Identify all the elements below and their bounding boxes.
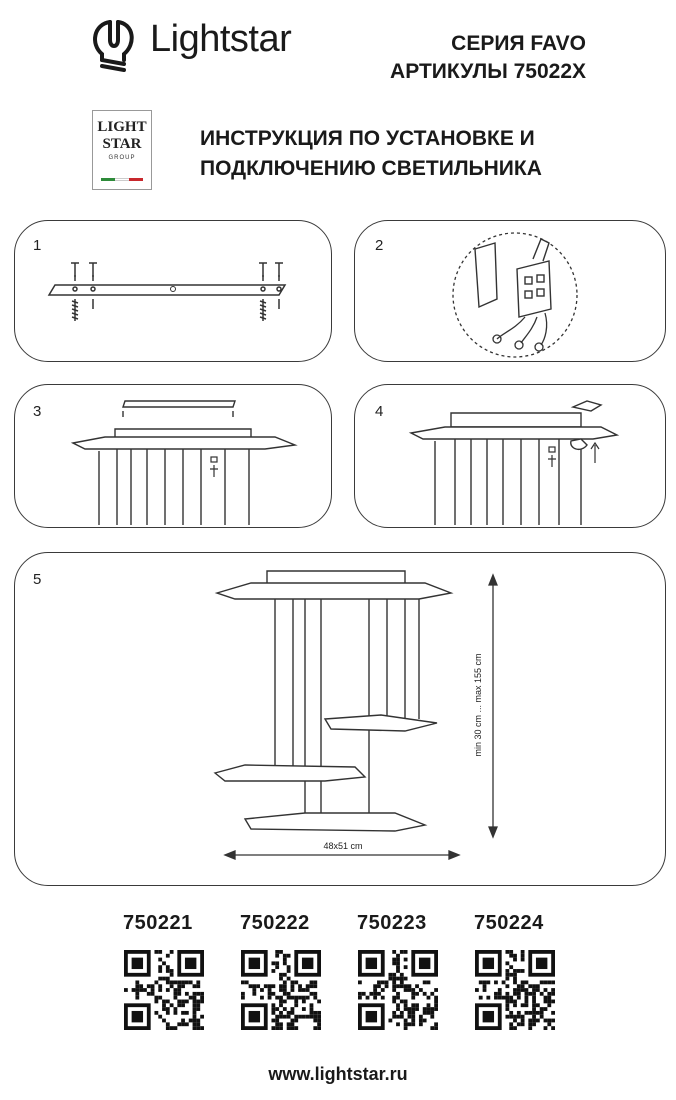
article-code-3: 750223 [357,912,427,934]
bulb-icon [93,20,134,72]
article-code-1: 750221 [123,912,193,934]
step-number: 4 [375,403,384,420]
terminal-block-illustration [452,232,578,358]
italian-flag-stripe [101,178,143,181]
step-number: 3 [33,403,42,420]
qr-code-750222[interactable] [241,950,321,1030]
step-1-panel: 1 [14,220,332,362]
article-code-2: 750222 [240,912,310,934]
brand-name: Lightstar [150,18,292,60]
article-code-4: 750224 [474,912,544,934]
step-number: 2 [375,237,384,254]
series-name: СЕРИЯ FAVO [451,32,586,55]
lightstar-logo [93,20,134,72]
height-dimension-label: min 30 cm ... max 155 cm [473,653,483,756]
width-dimension-label: 48x51 cm [323,841,362,851]
instruction-line-1: ИНСТРУКЦИЯ ПО УСТАНОВКЕ И [200,127,535,150]
article-range: АРТИКУЛЫ 75022X [390,60,586,83]
fixture-mount-illustration [408,400,620,525]
step-2-panel: 2 [354,220,666,362]
badge-line-1: LIGHT [97,119,147,135]
assembled-fixture-illustration: min 30 cm ... max 155 cm 48x51 cm [213,570,498,860]
step-number: 5 [33,571,42,588]
step-4-panel: 4 [354,384,666,528]
lightstar-group-badge: LIGHT STAR GROUP [92,110,152,190]
series-title: СЕРИЯ FAVO АРТИКУЛЫ 75022X [390,30,586,86]
instruction-line-2: ПОДКЛЮЧЕНИЮ СВЕТИЛЬНИКА [200,157,542,180]
qr-code-750223[interactable] [358,950,438,1030]
step-number: 1 [33,237,42,254]
badge-line-2: STAR [102,136,142,152]
fixture-attach-illustration [70,400,298,525]
step-3-panel: 3 [14,384,332,528]
mounting-bar-illustration [47,262,287,321]
website-url[interactable]: www.lightstar.ru [268,1064,408,1084]
step-5-panel: 5 min 30 cm ... max 155 cm 48x51 cm [14,552,666,886]
qr-code-750221[interactable] [124,950,204,1030]
badge-line-3: GROUP [108,155,136,161]
qr-code-750224[interactable] [475,950,555,1030]
instruction-title: ИНСТРУКЦИЯ ПО УСТАНОВКЕ И ПОДКЛЮЧЕНИЮ СВ… [200,124,542,184]
